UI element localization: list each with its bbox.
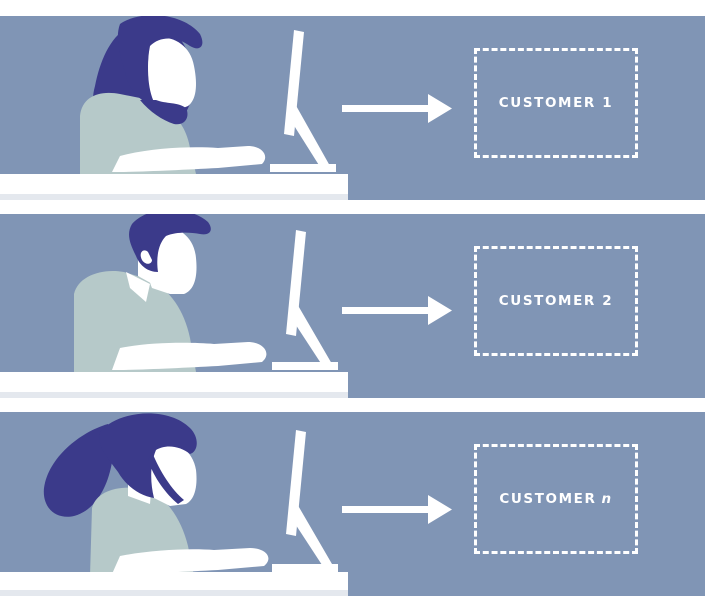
right-arrow-icon (342, 495, 452, 524)
person-at-computer-icon (0, 16, 348, 200)
customer-label: CUSTOMER 2 (498, 293, 614, 309)
person-at-computer-icon (0, 214, 348, 398)
person-at-computer-icon (0, 413, 348, 596)
customer-suffix: n (601, 491, 613, 507)
customer-label: CUSTOMER 1 (498, 95, 614, 111)
customer-box: CUSTOMER 1 (474, 48, 638, 158)
customer-box: CUSTOMER 2 (474, 246, 638, 356)
right-arrow-icon (342, 296, 452, 325)
customer-label: CUSTOMER (499, 491, 597, 507)
panel-customer-1: CUSTOMER 1 (0, 16, 705, 200)
right-arrow-icon (342, 94, 452, 123)
panel-customer-2: CUSTOMER 2 (0, 214, 705, 398)
